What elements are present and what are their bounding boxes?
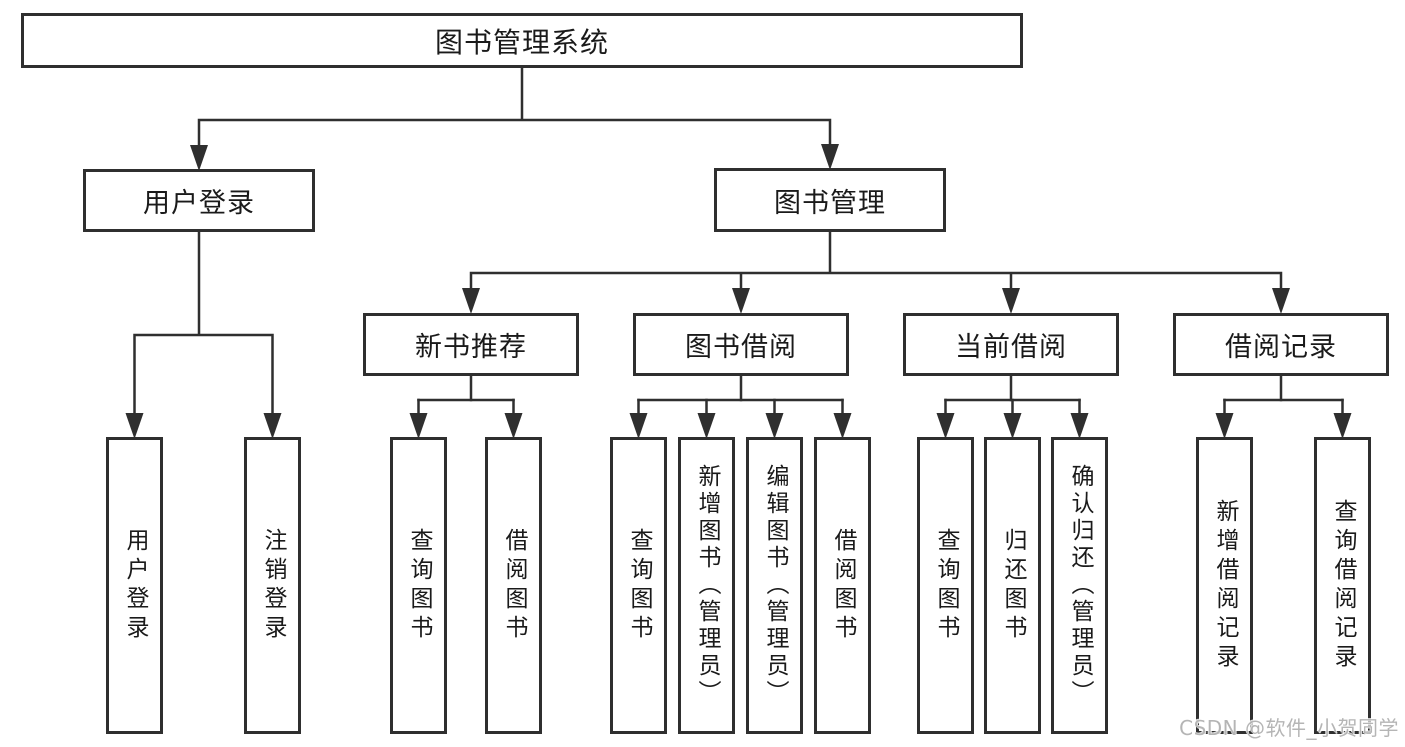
arrow-down-icon	[1215, 413, 1234, 439]
line-group	[133, 66, 1344, 414]
leaf-br-add-record: 新增借阅记录	[1196, 437, 1253, 734]
leaf-bb-query-books: 查询图书	[610, 437, 667, 734]
csdn-watermark: CSDN @软件_小贺同学	[1179, 716, 1399, 740]
arrow-down-icon	[125, 413, 144, 439]
node-book-management: 图书管理	[714, 168, 946, 232]
node-user-login: 用户登录	[83, 169, 315, 232]
leaf-bb-borrow-books: 借阅图书	[814, 437, 871, 734]
leaf-bb-edit-books-admin: 编辑图书（管理员）	[746, 437, 803, 734]
arrow-down-icon	[697, 413, 716, 439]
node-borrowing-records: 借阅记录	[1173, 313, 1389, 376]
arrow-down-icon	[732, 288, 750, 314]
arrow-down-icon	[504, 413, 523, 439]
leaf-logout: 注销登录	[244, 437, 301, 734]
arrow-down-icon	[1070, 413, 1089, 439]
leaf-cb-confirm-return-admin: 确认归还（管理员）	[1051, 437, 1108, 734]
arrow-down-icon	[263, 413, 282, 439]
arrow-down-icon	[1333, 413, 1352, 439]
arrow-down-icon	[462, 288, 480, 314]
node-new-book-recommendation: 新书推荐	[363, 313, 579, 376]
leaf-nbr-query-books: 查询图书	[390, 437, 447, 734]
arrow-down-icon	[765, 413, 784, 439]
arrow-down-icon	[190, 145, 208, 171]
node-library-management-system: 图书管理系统	[21, 13, 1023, 68]
arrow-down-icon	[1002, 288, 1020, 314]
leaf-br-query-record: 查询借阅记录	[1314, 437, 1371, 734]
arrow-down-icon	[821, 144, 839, 170]
leaf-cb-return-books: 归还图书	[984, 437, 1041, 734]
arrow-down-icon	[1003, 413, 1022, 439]
node-current-borrowing: 当前借阅	[903, 313, 1119, 376]
leaf-cb-query-books: 查询图书	[917, 437, 974, 734]
arrow-down-icon	[1272, 288, 1290, 314]
leaf-user-login: 用户登录	[106, 437, 163, 734]
arrow-down-icon	[833, 413, 852, 439]
leaf-nbr-borrow-books: 借阅图书	[485, 437, 542, 734]
arrow-down-icon	[936, 413, 955, 439]
arrowhead-group	[125, 144, 1352, 439]
node-book-borrowing: 图书借阅	[633, 313, 849, 376]
arrow-down-icon	[409, 413, 428, 439]
leaf-bb-add-books-admin: 新增图书（管理员）	[678, 437, 735, 734]
arrow-down-icon	[629, 413, 648, 439]
